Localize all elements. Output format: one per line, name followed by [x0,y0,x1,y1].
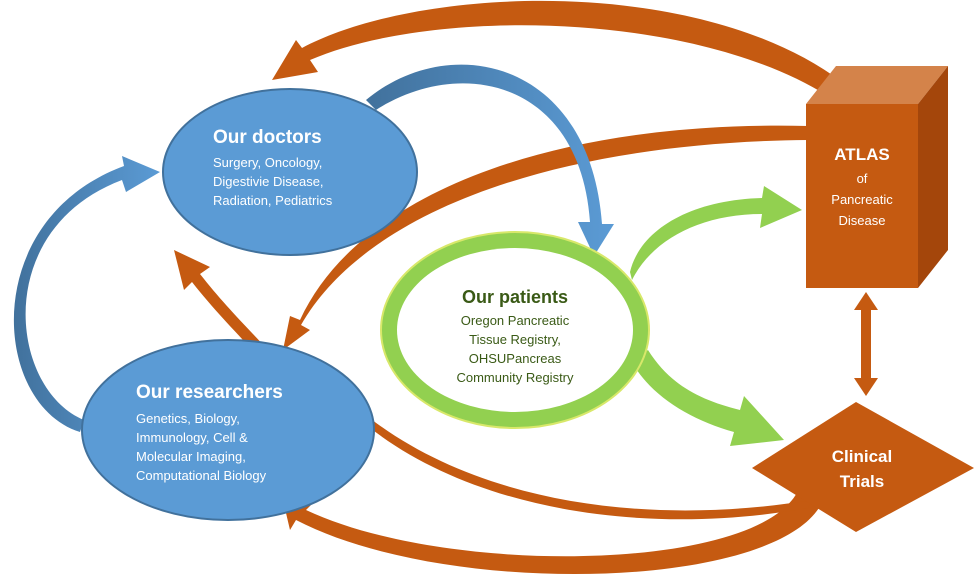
patients-title: Our patients [461,287,568,307]
trials-line: Clinical [831,447,893,466]
atlas-line: of [856,171,868,187]
patients-line: Tissue Registry, [469,332,561,348]
arrow-atlas-to-doctors [272,0,842,96]
doctors-line: Surgery, Oncology, [213,154,323,170]
trials-diamond [752,402,974,532]
arrow-researchers-loop-to-doctors [13,156,160,432]
patients-line: Community Registry [456,370,574,386]
researchers-line: Immunology, Cell & [136,429,248,445]
atlas-line: Disease [838,213,886,229]
doctors-title: Our doctors [213,127,322,148]
researchers-label: Our researchers Genetics, Biology, Immun… [136,381,346,485]
patients-description: Oregon Pancreatic Tissue Registry, OHSUP… [430,311,600,387]
researchers-title: Our researchers [136,382,283,403]
patients-line: Oregon Pancreatic [460,313,570,329]
patients-line: OHSUPancreas [468,351,562,367]
arrow-trials-to-researchers [282,486,824,575]
atlas-title: ATLAS [834,145,890,164]
atlas-label: ATLAS of Pancreatic Disease [806,144,918,231]
researchers-line: Genetics, Biology, [136,410,240,426]
patients-node-inner [397,248,633,412]
arrow-atlas-trials-bidirectional [854,292,878,396]
patients-label: Our patients Oregon Pancreatic Tissue Re… [430,286,600,387]
arrow-researchers-to-doctors [174,250,268,356]
researchers-description: Genetics, Biology, Immunology, Cell & Mo… [136,409,346,485]
trials-label: Clinical Trials [800,444,924,494]
line-researchers-to-trials [358,412,812,520]
doctors-line: Radiation, Pediatrics [213,192,333,208]
trials-line: Trials [839,472,885,491]
arrow-patients-to-atlas [630,186,802,280]
arrow-doctors-to-patients [366,64,614,256]
doctors-node [162,88,418,256]
researchers-line: Computational Biology [136,467,267,483]
researchers-node [81,339,375,521]
atlas-line: Pancreatic [831,192,893,208]
atlas-description: of Pancreatic Disease [806,168,918,231]
doctors-line: Digestivie Disease, [213,173,324,189]
arrow-patients-to-trials [632,350,784,446]
doctors-label: Our doctors Surgery, Oncology, Digestivi… [213,126,403,210]
researchers-line: Molecular Imaging, [136,448,246,464]
arrow-atlas-to-researchers [283,125,808,351]
doctors-description: Surgery, Oncology, Digestivie Disease, R… [213,153,403,210]
atlas-box [806,66,948,288]
